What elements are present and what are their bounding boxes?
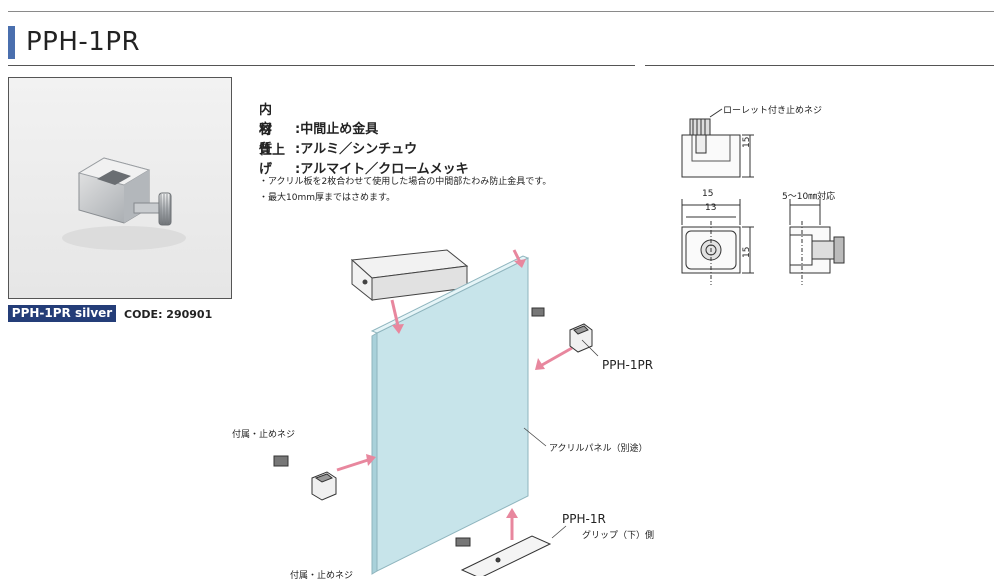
note-thickness: ・最大10mm厚まではさめます。 xyxy=(259,193,396,203)
dim-height-15-top: 15 xyxy=(742,136,752,148)
product-photo xyxy=(8,77,232,299)
dim-width-15: 15 xyxy=(702,189,714,199)
dimension-drawings xyxy=(681,108,845,285)
variant-badge: PPH-1PR silver xyxy=(8,305,116,322)
spec-value: :アルミ／シンチュウ xyxy=(295,142,418,157)
side-view-drawing xyxy=(681,108,754,178)
spec-row-finish: 仕上げ :アルマイト／クロームメッキ xyxy=(259,141,469,179)
bottom-rail-part xyxy=(455,535,552,576)
label-accessory-screw: 付属・止めネジ xyxy=(232,430,296,440)
label-acrylic-panel: アクリルパネル（別途） xyxy=(549,444,648,454)
label-pph1pr: PPH-1PR xyxy=(602,358,654,372)
spec-row-material: 材 質 :アルミ／シンチュウ xyxy=(259,121,417,159)
label-knurled-screw: ローレット付き止めネジ xyxy=(723,106,823,116)
front-view-drawing xyxy=(681,199,754,285)
label-accessory-screw-bottom: 付属・止めネジ xyxy=(290,571,354,581)
page-title: PPH-1PR xyxy=(26,27,141,57)
label-pph1r: PPH-1R xyxy=(562,512,606,526)
dim-width-13: 13 xyxy=(705,203,717,213)
dim-height-15-front: 15 xyxy=(742,246,752,258)
title-accent-bar xyxy=(8,26,15,59)
spec-row-content: 内 容 :中間止め金具 xyxy=(259,101,378,139)
spec-value: :中間止め金具 xyxy=(295,122,379,137)
pink-arrows xyxy=(336,249,573,540)
dim-thickness-range: 5～10㎜対応 xyxy=(782,192,836,202)
spec-label: 材 質 xyxy=(259,123,286,157)
section-rule-left xyxy=(8,65,635,66)
spec-label: 仕上げ xyxy=(259,143,286,177)
label-grip-side: グリップ（下）側 xyxy=(582,531,655,541)
assembly-diagram xyxy=(273,249,599,576)
section-rule-right xyxy=(645,65,994,66)
acrylic-panel xyxy=(370,255,530,575)
product-code: CODE: 290901 xyxy=(124,308,213,321)
left-clip-part xyxy=(273,455,337,501)
note-usage: ・アクリル板を2枚合わせて使用した場合の中間部たわみ防止金具です。 xyxy=(259,177,552,187)
slot-view-drawing xyxy=(789,199,845,285)
pph1pr-clip-part xyxy=(531,307,593,353)
spec-value: :アルマイト／クロームメッキ xyxy=(295,162,469,177)
leader-lines xyxy=(523,339,599,539)
bracket-photo-illustration xyxy=(62,157,186,250)
spec-label: 内 容 xyxy=(259,103,286,137)
top-rule xyxy=(8,11,994,12)
